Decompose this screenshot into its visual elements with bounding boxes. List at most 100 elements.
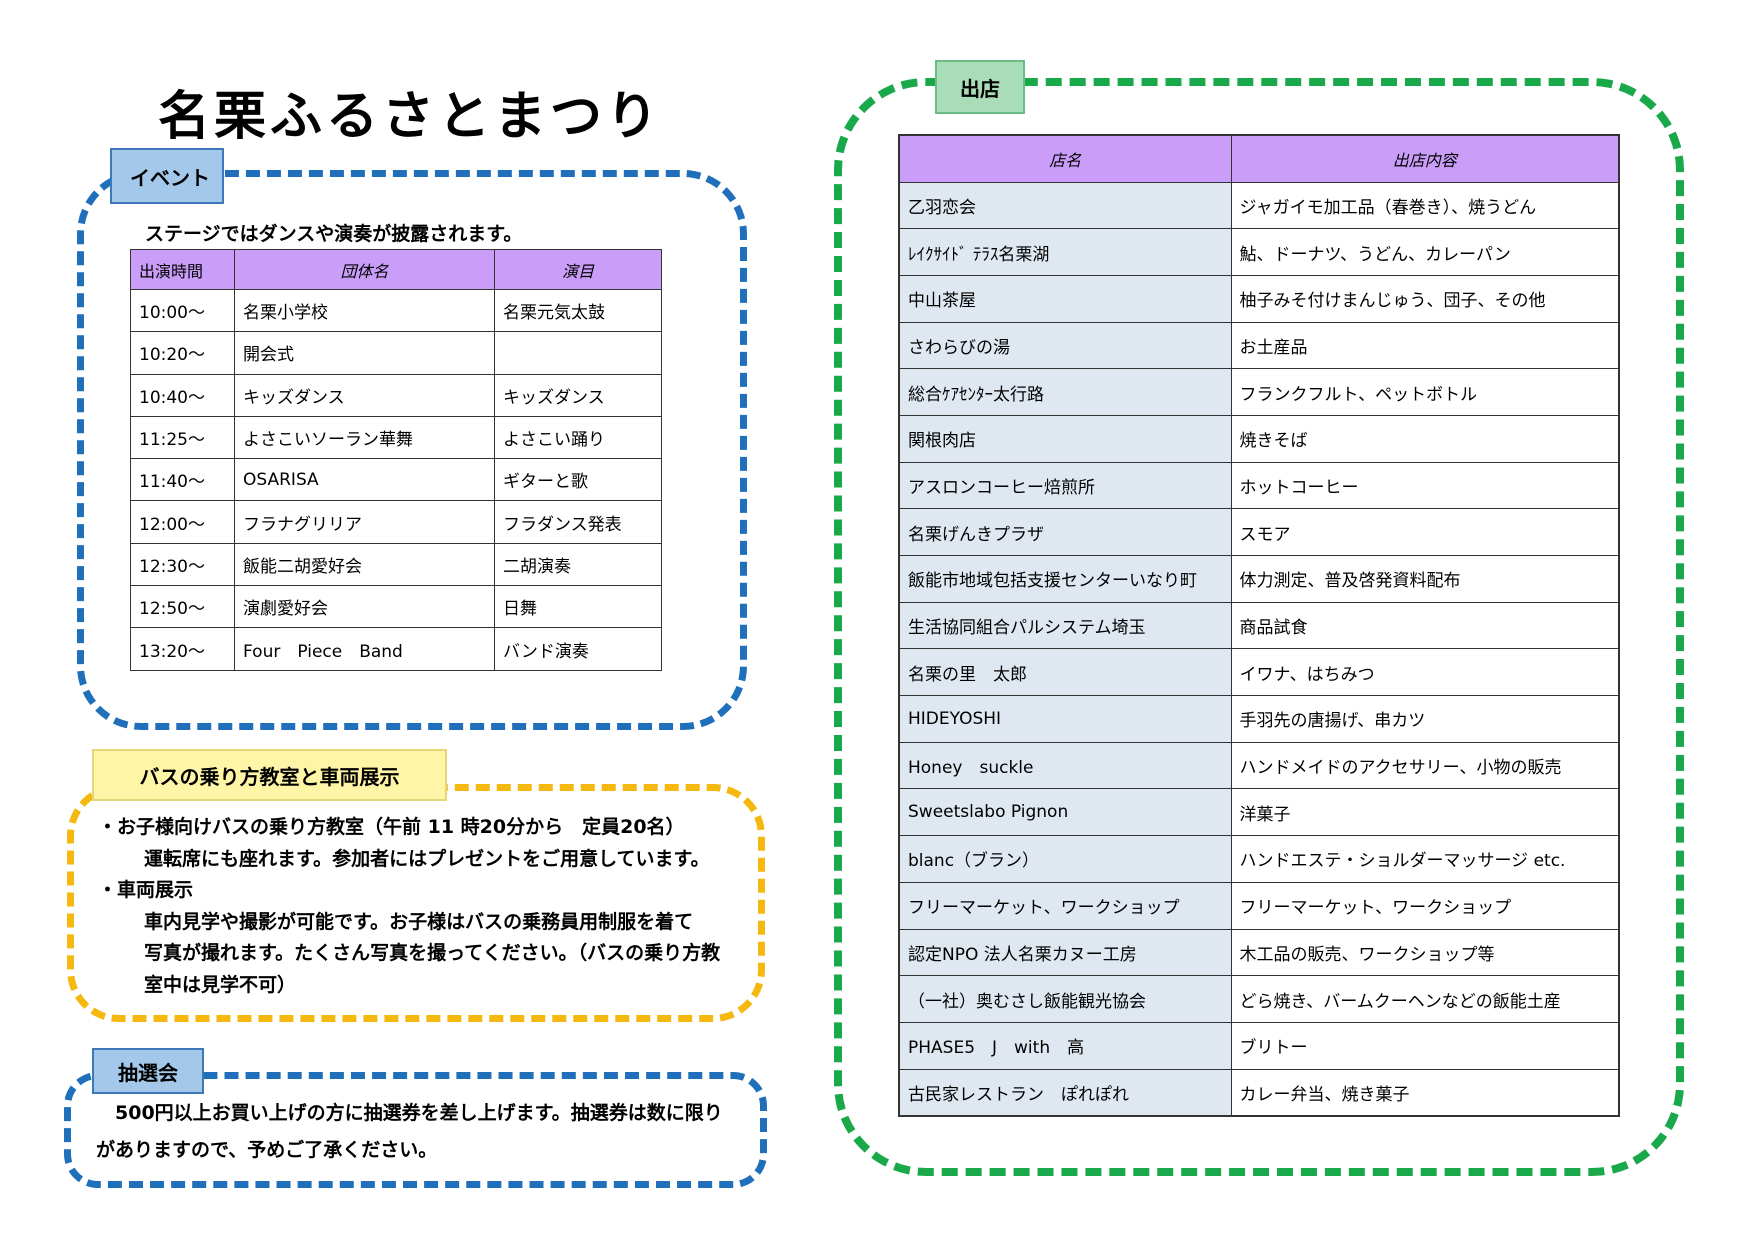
time-cell: 10:40～: [130, 373, 235, 417]
group-cell: Four Piece Band: [234, 627, 495, 671]
lottery-tab-label: 抽選会: [92, 1048, 204, 1094]
program-cell: よさこい踊り: [494, 415, 662, 460]
shop-content-cell: 体力測定、普及啓発資料配布: [1230, 555, 1620, 603]
table-row: ﾚｲｸｻｲﾄﾞ ﾃﾗｽ名栗湖鮎、ドーナツ、うどん、カレーパン: [898, 228, 1620, 276]
header-shop-content: 出店内容: [1230, 134, 1620, 183]
table-row: blanc（ブラン）ハンドエステ・ショルダーマッサージ etc.: [898, 835, 1620, 883]
page-title: 名栗ふるさとまつり: [157, 87, 662, 147]
shop-tab-label: 出店: [935, 60, 1025, 114]
group-cell: 開会式: [234, 331, 495, 375]
shop-name-cell: 認定NPO 法人名栗カヌー工房: [898, 928, 1232, 977]
table-row: さわらびの湯お土産品: [898, 321, 1620, 370]
shop-content-cell: 木工品の販売、ワークショップ等: [1230, 928, 1620, 977]
shop-content-cell: 鮎、ドーナツ、うどん、カレーパン: [1230, 228, 1620, 276]
program-cell: バンド演奏: [494, 627, 662, 671]
table-row: 10:20～開会式: [130, 331, 662, 375]
table-row: 認定NPO 法人名栗カヌー工房木工品の販売、ワークショップ等: [898, 928, 1620, 977]
bus-tab-label: バスの乗り方教室と車両展示: [92, 749, 447, 801]
program-cell: 名栗元気太鼓: [494, 288, 662, 333]
shop-name-cell: HIDEYOSHI: [898, 695, 1232, 743]
shop-name-cell: ﾚｲｸｻｲﾄﾞ ﾃﾗｽ名栗湖: [898, 228, 1232, 276]
shop-content-cell: ジャガイモ加工品（春巻き）、焼うどん: [1230, 181, 1620, 230]
shop-content-cell: フランクフルト、ペットボトル: [1230, 368, 1620, 416]
table-header-row: 店名 出店内容: [898, 134, 1620, 183]
table-row: アスロンコーヒー焙煎所ホットコーヒー: [898, 461, 1620, 510]
table-row: 乙羽恋会ジャガイモ加工品（春巻き）、焼うどん: [898, 181, 1620, 230]
program-cell: 二胡演奏: [494, 542, 662, 587]
group-cell: キッズダンス: [234, 373, 495, 417]
table-row: 名栗の里 太郎イワナ、はちみつ: [898, 648, 1620, 697]
table-row: フリーマーケット、ワークショップフリーマーケット、ワークショップ: [898, 881, 1620, 930]
header-shop-name: 店名: [898, 134, 1232, 183]
shop-content-cell: ブリトー: [1230, 1021, 1620, 1070]
time-cell: 10:00～: [130, 288, 235, 333]
event-intro: ステージではダンスや演奏が披露されます。: [145, 223, 523, 245]
shop-name-cell: （一社）奥むさし飯能観光協会: [898, 975, 1232, 1023]
shop-name-cell: 名栗の里 太郎: [898, 648, 1232, 697]
bus-line: 車内見学や撮影が可能です。お子様はバスの乗務員用制服を着て: [144, 910, 694, 933]
shop-table: 店名 出店内容 乙羽恋会ジャガイモ加工品（春巻き）、焼うどん ﾚｲｸｻｲﾄﾞ ﾃ…: [898, 134, 1620, 1117]
header-program: 演目: [494, 249, 662, 290]
time-cell: 12:30～: [130, 542, 235, 587]
table-row: 名栗げんきプラザスモア: [898, 508, 1620, 556]
shop-content-cell: お土産品: [1230, 321, 1620, 370]
shop-name-cell: 関根肉店: [898, 414, 1232, 463]
time-cell: 12:50～: [130, 585, 235, 629]
shop-content-cell: 商品試食: [1230, 601, 1620, 650]
program-cell: キッズダンス: [494, 373, 662, 417]
table-row: 古民家レストラン ぽれぽれカレー弁当、焼き菓子: [898, 1068, 1620, 1117]
table-header-row: 出演時間 団体名 演目: [130, 249, 662, 290]
header-time: 出演時間: [130, 249, 235, 290]
group-cell: 飯能二胡愛好会: [234, 542, 495, 587]
shop-name-cell: 生活協同組合パルシステム埼玉: [898, 601, 1232, 650]
table-row: 12:00～フラナグリリアフラダンス発表: [130, 500, 662, 544]
group-cell: よさこいソーラン華舞: [234, 415, 495, 460]
bus-line: ・お子様向けバスの乗り方教室（午前 11 時20分から 定員20名）: [98, 816, 685, 838]
event-schedule-table: 出演時間 団体名 演目 10:00～名栗小学校名栗元気太鼓 10:20～開会式 …: [130, 249, 662, 671]
shop-content-cell: カレー弁当、焼き菓子: [1230, 1068, 1620, 1117]
shop-name-cell: 名栗げんきプラザ: [898, 508, 1232, 556]
group-cell: フラナグリリア: [234, 500, 495, 544]
program-cell: [494, 331, 662, 375]
table-row: 中山茶屋柚子みそ付けまんじゅう、団子、その他: [898, 274, 1620, 323]
shop-name-cell: さわらびの湯: [898, 321, 1232, 370]
table-row: 10:40～キッズダンスキッズダンス: [130, 373, 662, 417]
table-row: PHASE5 J with 高ブリトー: [898, 1021, 1620, 1070]
lottery-frame: [64, 1072, 767, 1188]
table-row: 12:30～飯能二胡愛好会二胡演奏: [130, 542, 662, 587]
program-cell: ギターと歌: [494, 458, 662, 502]
shop-content-cell: フリーマーケット、ワークショップ: [1230, 881, 1620, 930]
table-row: 11:25～よさこいソーラン華舞よさこい踊り: [130, 415, 662, 460]
event-frame: [77, 170, 747, 730]
shop-content-cell: どら焼き、バームクーヘンなどの飯能土産: [1230, 975, 1620, 1023]
table-row: 生活協同組合パルシステム埼玉商品試食: [898, 601, 1620, 650]
shop-content-cell: ホットコーヒー: [1230, 461, 1620, 510]
event-tab-label: イベント: [110, 148, 224, 204]
time-cell: 11:25～: [130, 415, 235, 460]
shop-name-cell: 乙羽恋会: [898, 181, 1232, 230]
shop-name-cell: 飯能市地域包括支援センターいなり町: [898, 555, 1232, 603]
shop-name-cell: 総合ｹｱｾﾝﾀｰ太行路: [898, 368, 1232, 416]
shop-content-cell: 焼きそば: [1230, 414, 1620, 463]
shop-name-cell: PHASE5 J with 高: [898, 1021, 1232, 1070]
time-cell: 13:20～: [130, 627, 235, 671]
bus-line: 写真が撮れます。たくさん写真を撮ってください。（バスの乗り方教: [144, 942, 721, 964]
program-cell: フラダンス発表: [494, 500, 662, 544]
shop-content-cell: 手羽先の唐揚げ、串カツ: [1230, 695, 1620, 743]
table-row: 12:50～演劇愛好会日舞: [130, 585, 662, 629]
group-cell: 名栗小学校: [234, 288, 495, 333]
shop-name-cell: フリーマーケット、ワークショップ: [898, 881, 1232, 930]
time-cell: 10:20～: [130, 331, 235, 375]
group-cell: OSARISA: [234, 458, 495, 502]
shop-name-cell: Honey suckle: [898, 741, 1232, 790]
table-row: 10:00～名栗小学校名栗元気太鼓: [130, 288, 662, 333]
time-cell: 12:00～: [130, 500, 235, 544]
bus-line: 室中は見学不可）: [144, 973, 297, 996]
shop-content-cell: ハンドメイドのアクセサリー、小物の販売: [1230, 741, 1620, 790]
table-row: 総合ｹｱｾﾝﾀｰ太行路フランクフルト、ペットボトル: [898, 368, 1620, 416]
bus-line: 運転席にも座れます。参加者にはプレゼントをご用意しています。: [144, 847, 710, 870]
